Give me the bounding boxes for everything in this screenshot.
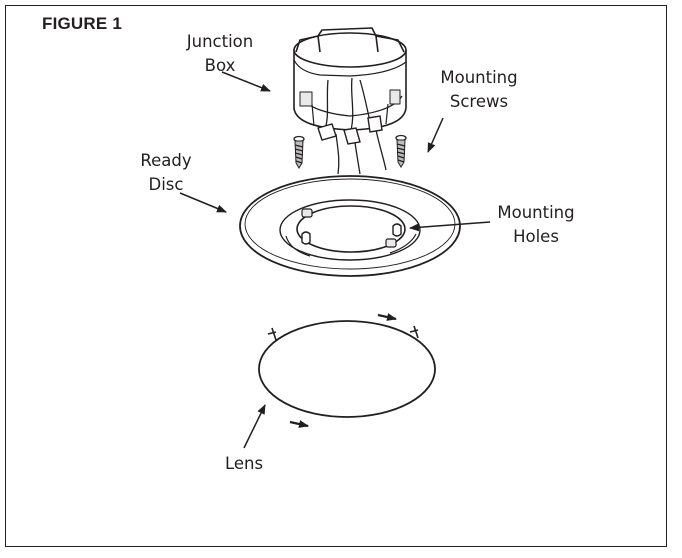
junction-box: [293, 27, 407, 131]
mounting-screw-left: [293, 135, 305, 169]
label-mounting-holes-line2: Holes: [513, 227, 559, 246]
arrow-ready-disc: [179, 192, 227, 213]
label-junction-box-line1: Junction: [186, 32, 254, 51]
label-mounting-screws-line1: Mounting: [440, 68, 518, 87]
leader-arrows: [179, 71, 491, 449]
label-junction-box: Junction Box: [174, 30, 266, 78]
ready-disc: [239, 175, 461, 277]
label-ready-disc-line1: Ready: [140, 151, 192, 170]
label-lens-line1: Lens: [224, 454, 264, 473]
arrow-lens: [243, 404, 266, 449]
arrow-mounting-holes: [409, 221, 491, 232]
arrow-mounting-screws: [427, 117, 444, 153]
figure-frame: [5, 5, 667, 547]
arrow-junction-box: [221, 71, 271, 92]
lens: [258, 313, 436, 428]
label-mounting-holes-line1: Mounting: [497, 203, 575, 222]
mounting-screw-right: [395, 134, 407, 168]
figure-title: FIGURE 1: [42, 14, 123, 33]
label-junction-box-line2: Box: [204, 56, 236, 75]
label-ready-disc: Ready Disc: [128, 149, 204, 197]
label-lens: Lens: [214, 452, 274, 476]
label-mounting-screws-line2: Screws: [449, 92, 509, 111]
label-mounting-holes: Mounting Holes: [486, 201, 586, 249]
label-mounting-screws: Mounting Screws: [429, 66, 529, 114]
mounting-holes: [301, 223, 402, 245]
label-ready-disc-line2: Disc: [148, 175, 184, 194]
wire-nuts: [317, 115, 383, 145]
